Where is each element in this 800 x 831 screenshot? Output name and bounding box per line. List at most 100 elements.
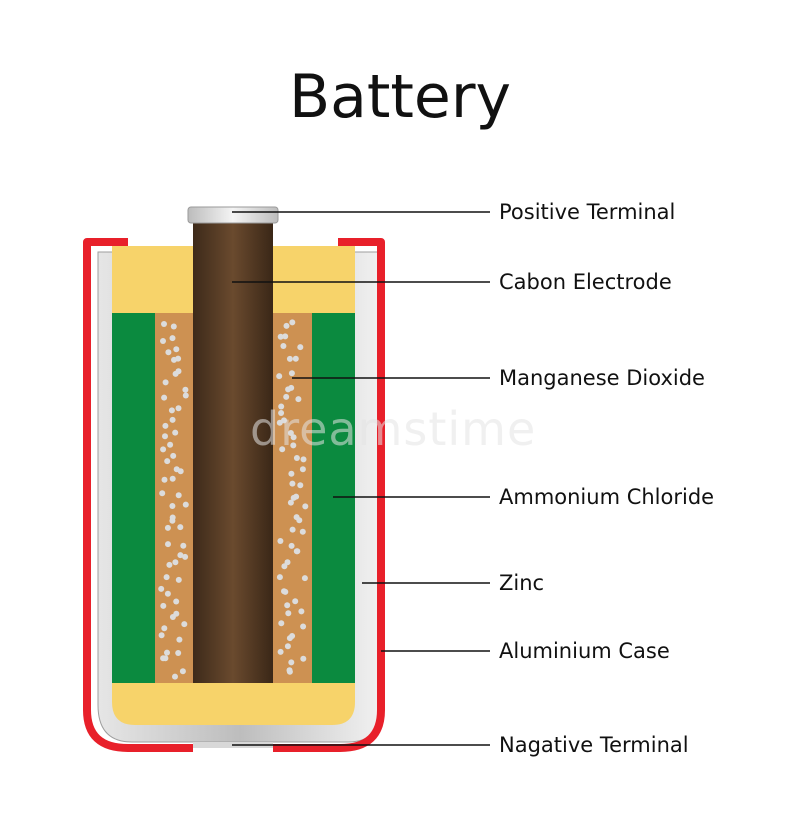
manganese-dot <box>182 553 189 560</box>
manganese-dot <box>286 635 293 642</box>
manganese-dot <box>170 452 177 459</box>
manganese-dot <box>169 416 176 423</box>
manganese-dot <box>276 574 283 581</box>
manganese-dot <box>282 588 289 595</box>
manganese-dot <box>176 636 183 643</box>
leader-lines <box>232 211 490 746</box>
manganese-dot <box>167 441 174 448</box>
manganese-dot <box>169 503 176 509</box>
manganese-dot <box>165 541 171 548</box>
manganese-dot <box>288 542 295 549</box>
manganese-dot <box>175 405 182 412</box>
manganese-dot <box>159 490 166 497</box>
manganese-dot <box>277 648 284 655</box>
manganese-dot <box>162 379 169 386</box>
manganese-dot <box>173 598 180 605</box>
manganese-dot <box>160 338 166 344</box>
manganese-dot <box>285 386 292 393</box>
label-ammonium-chloride: Ammonium Chloride <box>499 485 715 509</box>
manganese-dot <box>160 602 167 609</box>
manganese-dot <box>283 322 290 329</box>
manganese-dot <box>289 480 296 487</box>
outer-case-right <box>273 238 385 752</box>
manganese-dot <box>277 333 284 340</box>
manganese-dot <box>173 610 180 617</box>
manganese-dot <box>302 503 309 510</box>
manganese-dot <box>287 499 294 506</box>
label-negative-terminal: Nagative Terminal <box>499 733 689 757</box>
manganese-dot <box>182 386 189 393</box>
manganese-dot <box>300 655 307 662</box>
carbon-electrode <box>193 216 273 683</box>
manganese-dot <box>164 458 171 465</box>
manganese-dot <box>164 524 171 531</box>
manganese-dot <box>288 470 295 477</box>
manganese-dot <box>283 393 290 400</box>
manganese-dot <box>172 370 179 377</box>
manganese-dot <box>278 620 285 627</box>
manganese-dot <box>289 526 296 533</box>
manganese-dot <box>276 373 283 380</box>
manganese-dot <box>169 335 176 342</box>
manganese-dot <box>286 667 293 674</box>
manganese-dot <box>286 355 293 362</box>
manganese-dot <box>182 501 189 508</box>
manganese-dot <box>158 632 165 639</box>
manganese-dot <box>296 517 303 524</box>
manganese-dot <box>177 468 184 475</box>
manganese-dot <box>164 590 171 597</box>
manganese-dot <box>164 649 170 656</box>
label-positive-terminal: Positive Terminal <box>499 200 676 224</box>
manganese-dot <box>179 668 186 675</box>
manganese-dot <box>161 394 168 401</box>
label-manganese-dioxide: Manganese Dioxide <box>499 366 705 390</box>
manganese-dot <box>288 659 295 666</box>
manganese-dot <box>170 323 177 330</box>
manganese-dot <box>175 650 182 656</box>
manganese-dot <box>292 598 299 605</box>
manganese-dot <box>175 576 182 583</box>
manganese-dot <box>168 407 175 414</box>
manganese-dot <box>279 446 286 453</box>
manganese-dot <box>158 585 165 592</box>
manganese-dot <box>278 403 285 410</box>
manganese-dot <box>299 528 306 535</box>
manganese-dot <box>298 608 305 615</box>
manganese-dot <box>175 492 182 499</box>
positive-cap <box>187 206 279 224</box>
manganese-dot <box>163 574 170 581</box>
manganese-dot <box>177 524 184 531</box>
manganese-dot <box>165 349 172 356</box>
manganese-dot <box>299 466 306 473</box>
manganese-dot <box>171 356 177 363</box>
manganese-dot <box>160 446 167 453</box>
manganese-dot <box>300 456 307 463</box>
manganese-dot <box>180 542 187 549</box>
bottom-seal <box>112 683 355 725</box>
outer-case <box>83 238 193 752</box>
manganese-dot <box>172 559 179 566</box>
manganese-dot <box>169 475 176 482</box>
watermark: dreamstime <box>250 402 537 456</box>
manganese-dot <box>161 476 168 483</box>
manganese-dots <box>158 319 309 680</box>
manganese-dot <box>297 344 304 351</box>
manganese-dot <box>292 355 299 362</box>
label-carbon-electrode: Cabon Electrode <box>499 270 672 294</box>
manganese-dot <box>288 370 295 377</box>
manganese-dot <box>166 561 173 568</box>
manganese-dot <box>161 625 168 632</box>
manganese-dot <box>162 433 168 440</box>
manganese-dot <box>278 410 285 416</box>
label-aluminium-case: Aluminium Case <box>499 639 670 663</box>
manganese-dot <box>284 602 291 609</box>
page-title: Battery <box>288 62 512 132</box>
manganese-dot <box>293 455 300 461</box>
manganese-dot <box>277 538 284 544</box>
manganese-dot <box>290 434 297 441</box>
manganese-dot <box>172 673 178 680</box>
manganese-dot <box>162 422 169 429</box>
manganese-dot <box>177 552 184 559</box>
manganese-dot <box>276 419 283 426</box>
